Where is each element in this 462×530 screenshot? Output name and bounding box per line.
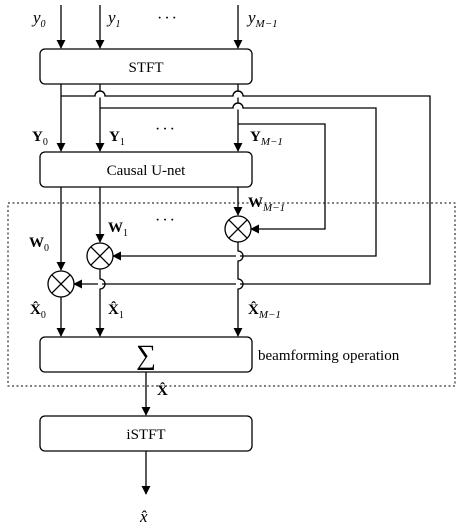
stft-label: STFT bbox=[128, 60, 163, 76]
bypass-route-YM bbox=[238, 123, 326, 234]
beamforming-label: beamforming operation bbox=[258, 348, 400, 364]
unet-label: Causal U-net bbox=[107, 163, 187, 179]
spectrum-dots: ··· bbox=[155, 121, 177, 138]
output-label: x̂ bbox=[139, 507, 148, 526]
multiplier-0 bbox=[47, 270, 75, 298]
estimate-XM-label: X̂M−1 bbox=[248, 301, 281, 321]
unet-block bbox=[39, 151, 253, 188]
stft-block bbox=[39, 48, 253, 85]
input-yM-label: yM−1 bbox=[246, 8, 278, 30]
bypass-route-Y0 bbox=[61, 95, 431, 289]
input-dots: ··· bbox=[157, 10, 179, 27]
weight-WM-label: WM−1 bbox=[248, 195, 285, 214]
spectrum-Y1-label: Y1 bbox=[109, 129, 125, 148]
sum-output-label: X̂ bbox=[157, 382, 168, 399]
estimate-X0-label: X̂0 bbox=[30, 301, 46, 321]
multiplier-1 bbox=[86, 242, 114, 270]
spectrum-YM-label: YM−1 bbox=[250, 129, 283, 148]
input-y1-label: y1 bbox=[106, 8, 121, 30]
input-y0-label: y0 bbox=[31, 8, 46, 30]
estimate-X1-label: X̂1 bbox=[108, 301, 124, 321]
weight-W0-label: W0 bbox=[29, 235, 49, 254]
sum-symbol: ∑ bbox=[136, 340, 156, 371]
weight-dots: ··· bbox=[155, 212, 177, 229]
istft-label: iSTFT bbox=[126, 427, 165, 443]
spectrum-Y0-label: Y0 bbox=[32, 129, 48, 148]
weight-W1-label: W1 bbox=[108, 220, 128, 239]
multiplier-M bbox=[224, 215, 252, 243]
